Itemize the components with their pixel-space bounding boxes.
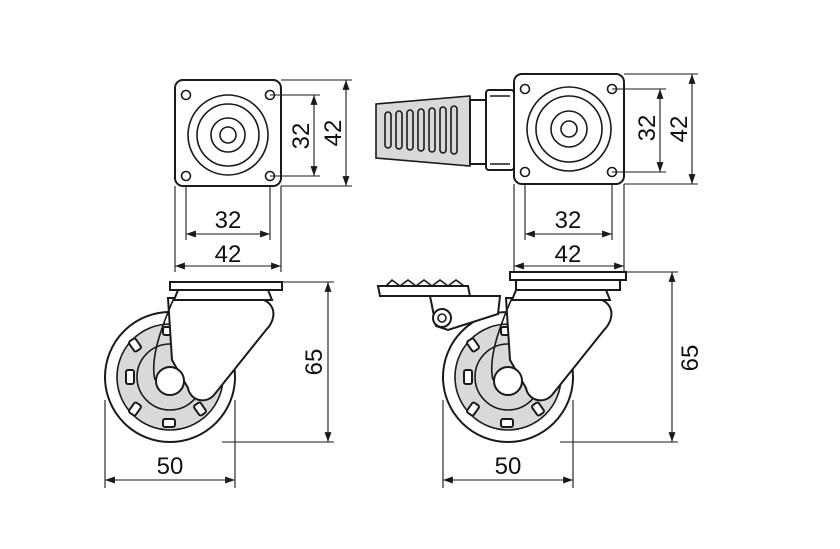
swivel-bearing bbox=[515, 279, 621, 291]
mounting-hole bbox=[519, 166, 531, 178]
swivel-race-middle bbox=[196, 103, 260, 167]
dim-label-height: 65 bbox=[301, 349, 328, 376]
left-top-vertical-dims: 32 42 bbox=[270, 79, 352, 187]
fork-leg bbox=[490, 297, 513, 381]
dim-label-hole-spacing: 32 bbox=[215, 207, 242, 234]
dim-label-height: 65 bbox=[677, 345, 704, 372]
swivel-race-outer bbox=[526, 86, 612, 172]
dim-label-plate-width: 42 bbox=[215, 241, 242, 268]
axle bbox=[155, 366, 185, 396]
swivel-head bbox=[172, 289, 274, 301]
right-top-horizontal-dims: 32 42 bbox=[513, 184, 625, 272]
top-plate bbox=[169, 281, 283, 291]
brake-hinge bbox=[469, 99, 487, 165]
mounting-hole bbox=[180, 89, 192, 101]
mounting-hole bbox=[180, 170, 192, 182]
top-plate bbox=[509, 271, 627, 281]
kingpin bbox=[560, 120, 578, 138]
swivel-race-outer bbox=[187, 94, 269, 176]
axle bbox=[493, 366, 523, 396]
fork-leg bbox=[152, 297, 175, 381]
left-side-dims: 65 50 bbox=[104, 281, 334, 488]
right-side-view bbox=[376, 271, 627, 443]
swivel-race-middle bbox=[535, 95, 603, 163]
swivel-race-inner bbox=[550, 110, 588, 148]
dim-label-vertical-42: 42 bbox=[666, 116, 693, 143]
caster-fork bbox=[504, 297, 613, 402]
left-top-plate-view bbox=[174, 79, 282, 187]
brake-pivot-pin bbox=[437, 313, 447, 323]
dim-label-plate-width: 42 bbox=[555, 241, 582, 268]
swivel-race-inner bbox=[210, 117, 246, 153]
left-top-horizontal-dims: 32 42 bbox=[174, 186, 282, 272]
mounting-hole bbox=[519, 83, 531, 95]
mounting-plate bbox=[513, 73, 625, 185]
right-side-dims: 65 50 bbox=[442, 271, 704, 488]
dim-label-wheel-diameter: 50 bbox=[495, 453, 522, 480]
left-side-view bbox=[104, 281, 283, 443]
caster-fork bbox=[166, 297, 275, 402]
brake-pivot bbox=[432, 308, 452, 328]
kingpin bbox=[219, 126, 237, 144]
brake-pedal-side bbox=[376, 285, 472, 297]
brake-pedal-grip bbox=[385, 278, 465, 287]
dim-label-vertical-32: 32 bbox=[288, 123, 315, 150]
swivel-head bbox=[510, 289, 612, 301]
dim-label-hole-spacing: 32 bbox=[555, 207, 582, 234]
brake-mount bbox=[485, 89, 515, 171]
dim-label-wheel-diameter: 50 bbox=[157, 453, 184, 480]
mounting-plate bbox=[174, 79, 282, 187]
dim-label-vertical-42: 42 bbox=[320, 120, 347, 147]
dim-label-vertical-32: 32 bbox=[634, 115, 661, 142]
brake-pedal-ribs bbox=[384, 105, 458, 155]
right-top-vertical-dims: 32 42 bbox=[612, 73, 698, 185]
right-top-plate-view bbox=[375, 73, 625, 185]
